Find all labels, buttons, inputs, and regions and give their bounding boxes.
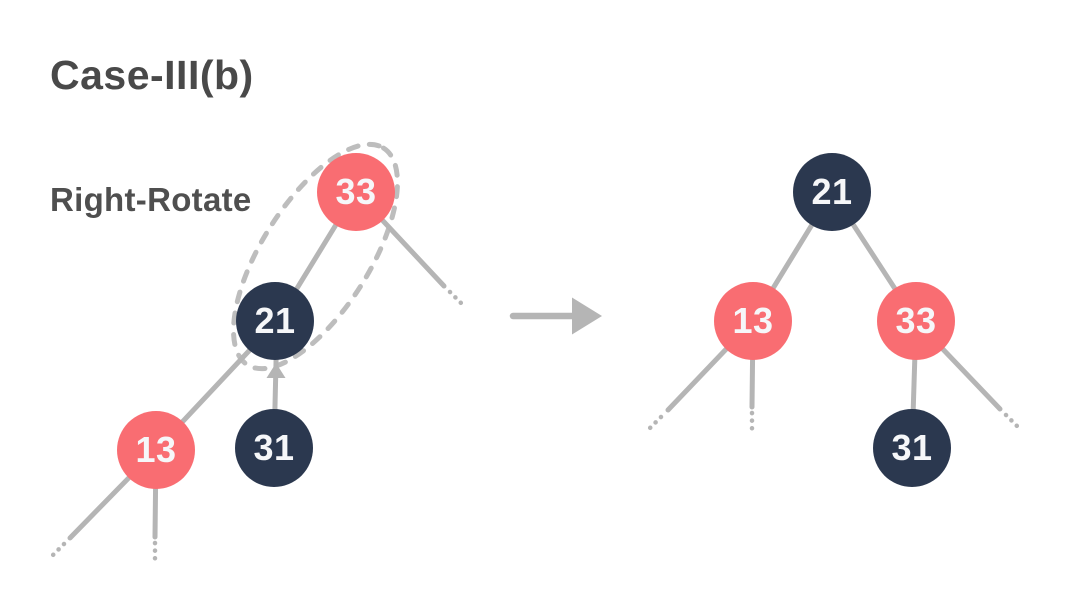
right-arrow-icon: [509, 297, 602, 335]
after-node-31: 31: [873, 409, 951, 487]
ellipsis-right-of-33: [447, 289, 467, 309]
ellipsis-right-of-33: [1003, 412, 1023, 432]
node-label: 21: [254, 300, 296, 341]
node-label: 13: [732, 300, 774, 341]
node-label: 33: [335, 171, 377, 212]
page-title: Case-III(b): [50, 52, 254, 98]
before-node-21: 21: [236, 282, 314, 360]
node-label: 31: [253, 427, 295, 468]
rotation-highlight-ellipse: [231, 141, 400, 372]
up-arrowhead-icon: [266, 363, 286, 378]
node-label: 31: [891, 427, 933, 468]
after-node-21: 21: [793, 153, 871, 231]
before-node-33: 33: [317, 153, 395, 231]
after-node-33: 33: [877, 282, 955, 360]
ellipsis-left-of-13: [644, 414, 664, 434]
ellipsis-left-of-13: [47, 541, 67, 561]
before-node-13: 13: [117, 411, 195, 489]
before-tree-edges: [47, 189, 467, 562]
node-label: 33: [895, 300, 937, 341]
after-node-13: 13: [714, 282, 792, 360]
node-label: 13: [135, 429, 177, 470]
node-label: 21: [811, 171, 853, 212]
before-node-31: 31: [235, 409, 313, 487]
operation-label: Right-Rotate: [50, 181, 252, 218]
